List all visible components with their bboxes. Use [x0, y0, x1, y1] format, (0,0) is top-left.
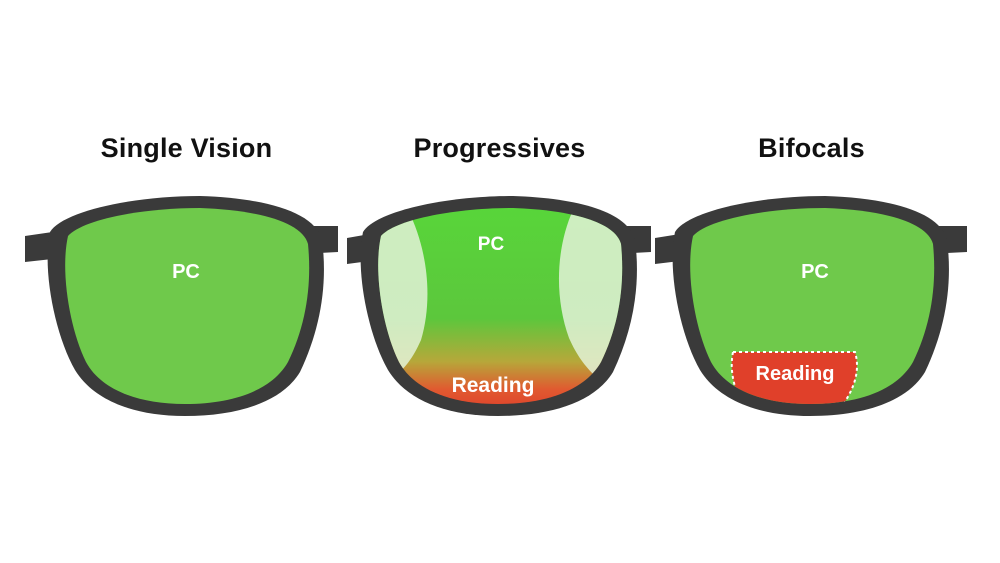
glasses-single-vision: PC: [25, 196, 338, 416]
panel-single-vision: Single Vision PC: [20, 0, 353, 563]
zone-label-reading: Reading: [452, 374, 535, 397]
panel-title: Bifocals: [758, 133, 865, 163]
zone-label-pc: PC: [478, 234, 505, 255]
panel-progressives: Progressives PC Reading: [333, 0, 666, 563]
zone-label-pc: PC: [801, 261, 829, 283]
panel-bifocals: Bifocals PC Reading: [645, 0, 978, 563]
panel-title: Single Vision: [100, 133, 273, 163]
panel-title: Progressives: [413, 133, 586, 163]
glasses-bifocals: PC Reading: [655, 196, 967, 416]
reading-segment: [730, 351, 859, 404]
zone-label-reading: Reading: [756, 363, 835, 385]
lens-pc-zone: [65, 208, 310, 404]
zone-label-pc: PC: [172, 261, 200, 283]
glasses-progressives: PC Reading: [347, 196, 651, 416]
